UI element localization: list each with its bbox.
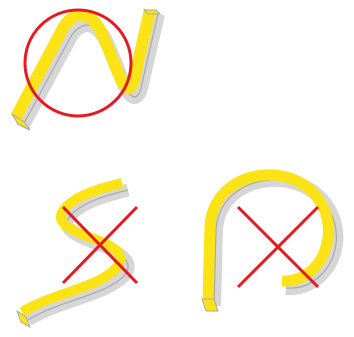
wave-bend-figure <box>12 10 160 130</box>
s-bend-figure <box>17 183 137 327</box>
p-loop-bend-figure <box>202 175 336 311</box>
